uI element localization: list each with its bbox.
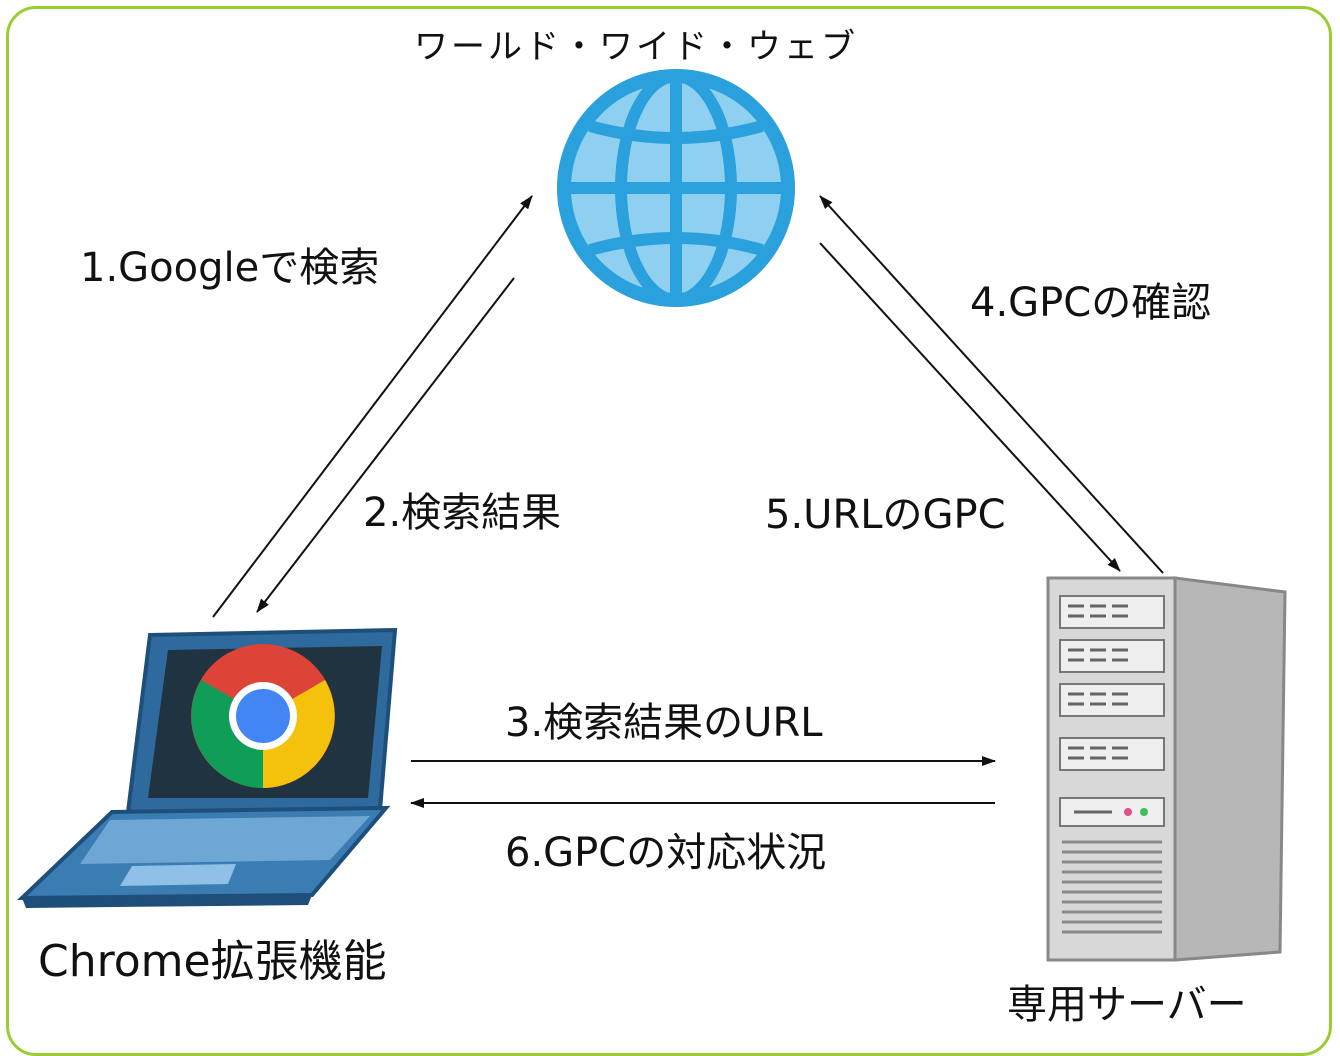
client-label: Chrome拡張機能: [38, 936, 387, 987]
step3-label: 3.検索結果のURL: [505, 700, 823, 746]
step5-label: 5.URLのGPC: [765, 492, 1006, 538]
globe-icon: [557, 69, 795, 307]
web-label: ワールド・ワイド・ウェブ: [414, 27, 858, 67]
arrow-step2: [256, 277, 515, 613]
arrow-step4: [819, 195, 1164, 574]
step2-label: 2.検索結果: [363, 490, 562, 536]
server-tower-icon: [1046, 576, 1287, 962]
arrow-step5: [819, 242, 1121, 572]
laptop-chrome-icon: [16, 627, 398, 908]
server-label: 専用サーバー: [1007, 982, 1247, 1028]
step4-label: 4.GPCの確認: [970, 280, 1212, 326]
step6-label: 6.GPCの対応状況: [505, 830, 827, 876]
step1-label: 1.Googleで検索: [80, 245, 380, 291]
arrow-step1: [212, 195, 533, 618]
